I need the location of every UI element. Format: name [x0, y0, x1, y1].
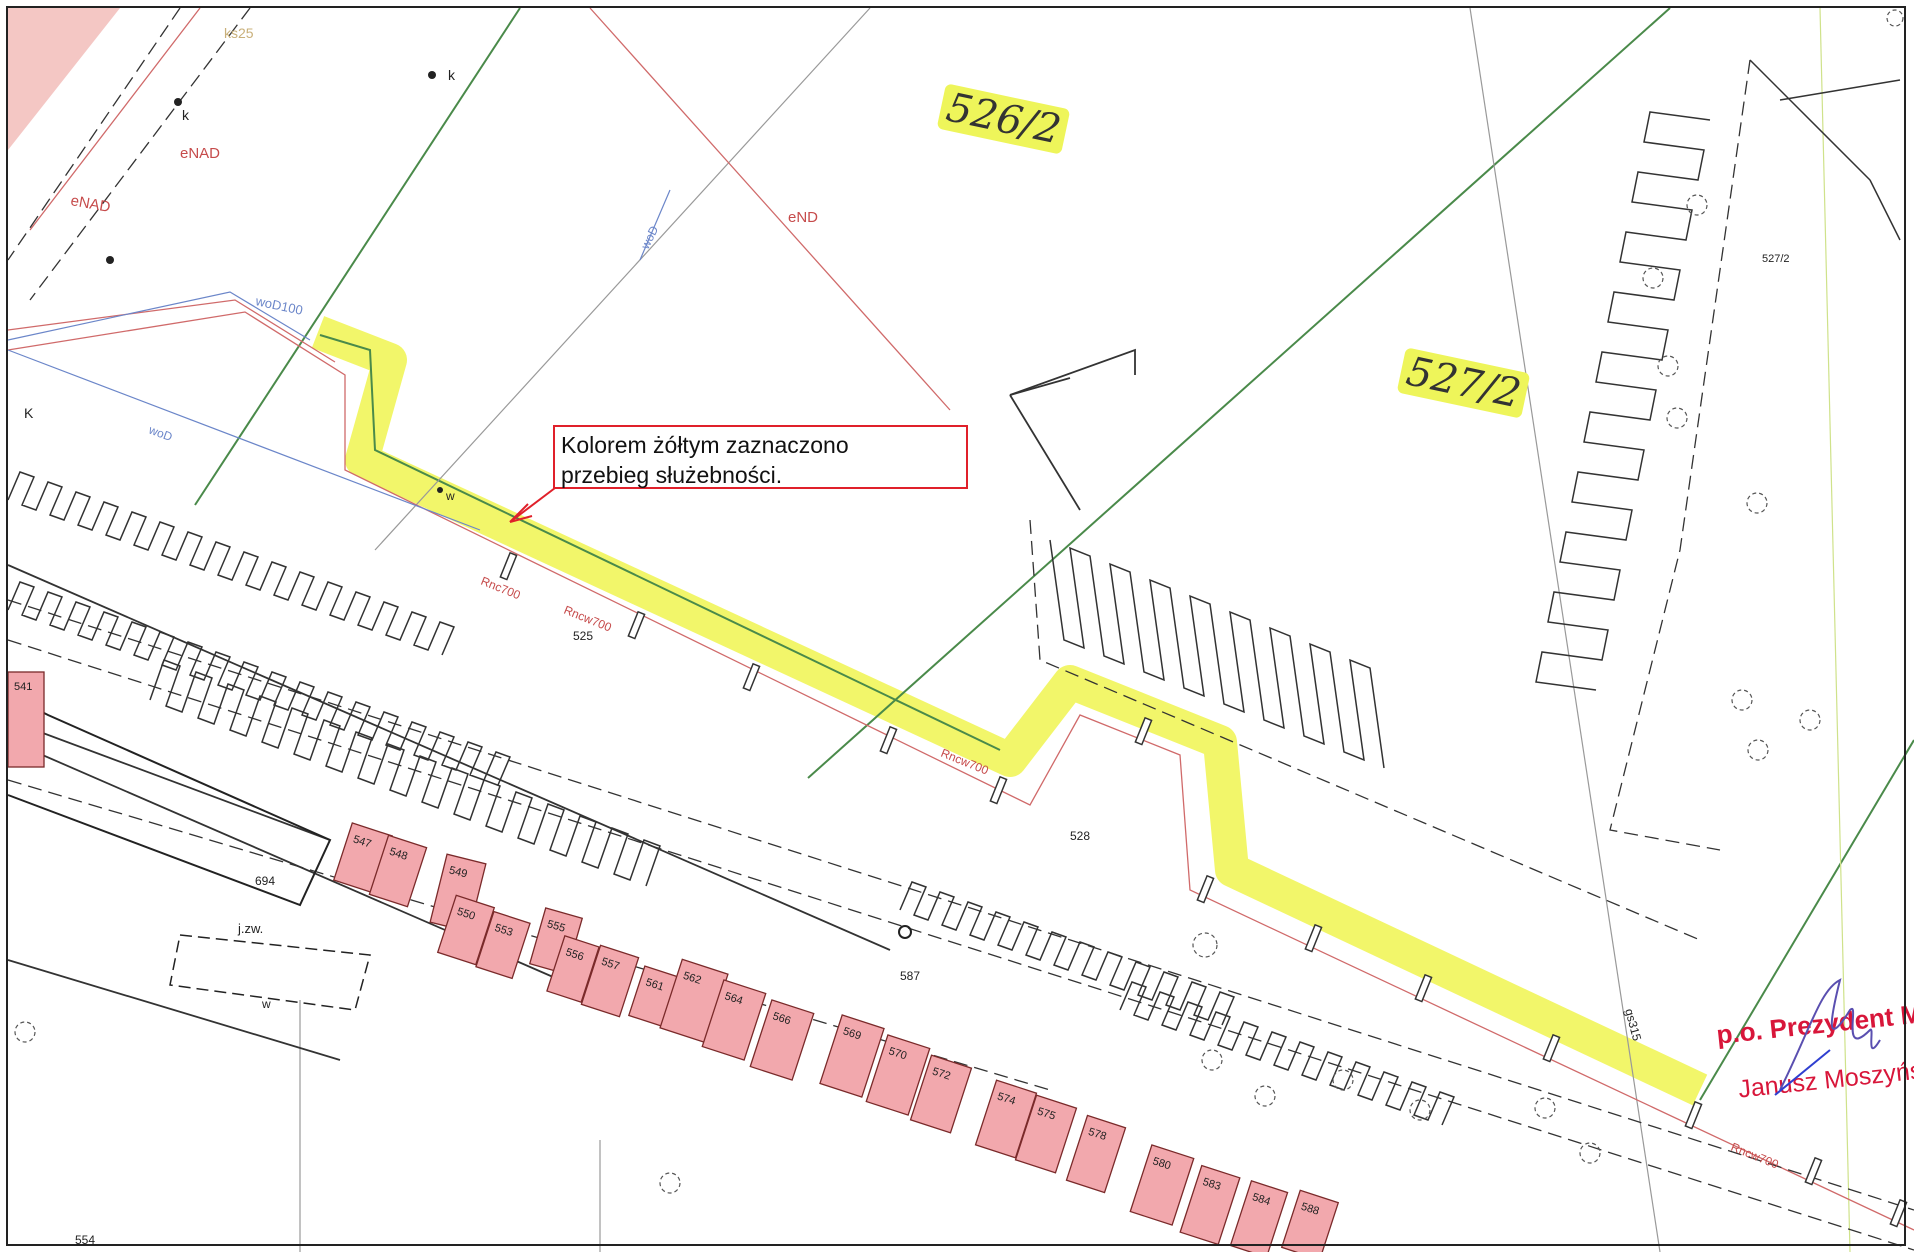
building-number: 570: [887, 1045, 908, 1062]
building-number: 566: [771, 1010, 792, 1027]
label-w2: w: [261, 997, 271, 1011]
building: [1280, 1189, 1340, 1252]
building-number: 564: [723, 990, 744, 1007]
building: [749, 999, 815, 1081]
building-number: 580: [1151, 1155, 1172, 1172]
manhole-marker: [898, 925, 912, 939]
label-enad-1: eNAD: [180, 145, 220, 162]
label-527-2-small: 527/2: [1762, 253, 1790, 265]
building: [701, 979, 767, 1061]
building: [1229, 1179, 1289, 1252]
label-k3: K: [24, 405, 34, 421]
building: [580, 944, 640, 1018]
building-number: 553: [493, 922, 514, 939]
building-number: 547: [352, 833, 373, 850]
easement-annotation-box: Kolorem żółtym zaznaczono przebieg służe…: [553, 425, 968, 489]
label-k1: k: [448, 67, 456, 83]
building-number: 574: [996, 1091, 1017, 1108]
building: [909, 1054, 973, 1134]
building-number: 572: [931, 1066, 952, 1083]
building-number: 562: [682, 970, 703, 987]
label-rnc700: Rnc700: [479, 574, 523, 603]
building-number: 561: [644, 976, 665, 993]
building-number: 550: [455, 906, 476, 923]
label-k2: k: [182, 107, 190, 123]
label-rncw700-3: Rncw700: [1729, 1140, 1781, 1172]
label-w1: w: [445, 489, 455, 503]
building-number: 584: [1251, 1191, 1272, 1208]
building-number: 549: [448, 864, 469, 880]
label-wod-2: woD: [146, 422, 175, 444]
building-number: 548: [388, 846, 409, 863]
building-number: 588: [1299, 1201, 1320, 1218]
building-number: 541: [14, 681, 32, 693]
building: [974, 1079, 1038, 1159]
building-number: 556: [564, 946, 585, 963]
label-enad-2: eNAD: [69, 192, 112, 216]
signature: [1774, 978, 1881, 1096]
easement-path: [311, 316, 1708, 1106]
building-outline-694: [7, 701, 371, 1011]
building: [1014, 1094, 1078, 1174]
building-number: 575: [1036, 1106, 1057, 1123]
annotation-line-2: przebieg służebności.: [561, 462, 783, 488]
building-area-top-left: [8, 8, 120, 150]
building: [865, 1034, 931, 1116]
building-number: 578: [1087, 1126, 1108, 1143]
parcel-boundaries: [194, 7, 1914, 1101]
building: [1065, 1114, 1127, 1194]
building-number: 583: [1201, 1176, 1222, 1193]
building-number: 557: [600, 956, 621, 973]
label-694: 694: [255, 874, 275, 888]
building-number: 569: [841, 1025, 862, 1042]
point-markers: [106, 71, 443, 493]
label-end: eND: [788, 209, 818, 226]
building: [436, 894, 496, 966]
tree-symbols: [14, 9, 1904, 1194]
label-ks: ks25: [224, 25, 254, 41]
building: [7, 671, 45, 768]
building-number: 555: [546, 918, 567, 935]
annotation-arrow: [509, 487, 556, 523]
pipe-markers: [499, 551, 1908, 1228]
utility-lines-blue: [7, 189, 671, 531]
road-solid-lines: [7, 348, 1136, 1061]
building: [546, 935, 600, 1003]
building: [1129, 1144, 1195, 1226]
building: [1179, 1164, 1241, 1246]
label-528: 528: [1070, 829, 1090, 843]
building: [475, 910, 531, 980]
building: [368, 834, 428, 908]
utility-lines-red: [7, 7, 1914, 1231]
annotation-line-1: Kolorem żółtym zaznaczono: [561, 432, 849, 458]
label-wod100: woD100: [253, 293, 304, 318]
building: [819, 1014, 885, 1098]
survey-lines: [299, 7, 1851, 1252]
label-587: 587: [900, 969, 920, 983]
label-wod: woD: [638, 223, 662, 252]
label-jzw: j.zw.: [237, 921, 263, 936]
parking-rows: [7, 59, 1901, 1126]
label-554: 554: [75, 1233, 95, 1247]
label-525: 525: [573, 629, 593, 643]
buildings-row: [7, 671, 1340, 1252]
